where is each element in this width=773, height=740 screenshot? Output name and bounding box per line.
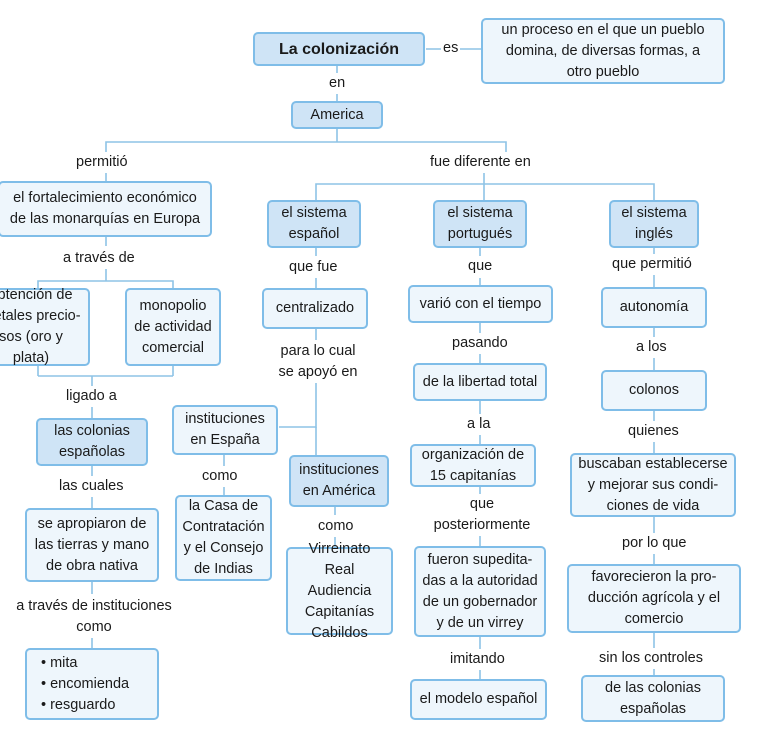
node-modelo-espanol: el modelo español (410, 679, 547, 720)
node-instituciones-america: instituciones en América (289, 455, 389, 507)
node-virreinato: Virreinato Real Audiencia Capitanías Cab… (286, 541, 393, 641)
node-buscaban: buscaban establecerse y mejorar sus cond… (570, 453, 736, 517)
node-america: America (291, 101, 383, 129)
node-root: La colonización (253, 32, 425, 66)
link-a-los: a los (634, 337, 669, 358)
link-imitando: imitando (448, 649, 507, 670)
link-para-lo-cual: para lo cual se apoyó en (270, 341, 366, 383)
node-fortalecimiento: el fortalecimiento económico de las mona… (0, 181, 212, 237)
node-favorecieron: favorecieron la pro- ducción agrícola y … (567, 564, 741, 633)
node-supeditadas: fueron supedita- das a la autoridad de u… (414, 546, 546, 637)
link-que-posteriormente: que posteriormente (427, 494, 537, 536)
link-ligado-a: ligado a (64, 386, 119, 407)
node-colonos: colonos (601, 370, 707, 411)
link-permitio: permitió (74, 152, 130, 173)
node-monopolio: monopolio de actividad comercial (125, 288, 221, 366)
link-las-cuales: las cuales (57, 476, 126, 497)
link-como-1: como (200, 466, 240, 487)
link-pasando: pasando (450, 333, 510, 354)
node-controles: de las colonias españolas (581, 675, 725, 722)
node-sistema-portugues: el sistema portugués (433, 200, 527, 248)
node-sistema-ingles: el sistema inglés (609, 200, 699, 248)
node-obtencion: obtención de metales precio- sos (oro y … (0, 287, 90, 366)
node-centralizado: centralizado (262, 288, 368, 329)
link-quienes: quienes (626, 421, 681, 442)
link-que-fue: que fue (287, 257, 340, 278)
node-autonomia: autonomía (601, 287, 707, 328)
node-sistema-espanol: el sistema español (267, 200, 361, 248)
link-que: que (466, 256, 495, 277)
node-vario: varió con el tiempo (408, 285, 553, 323)
node-organizacion: organización de 15 capitanías (410, 444, 536, 487)
link-por-lo-que: por lo que (620, 533, 689, 554)
node-colonias-espanolas: las colonias españolas (36, 418, 148, 466)
node-casa-contratacion: la Casa de Contratación y el Consejo de … (175, 495, 272, 581)
node-libertad: de la libertad total (413, 363, 547, 401)
node-apropiaron: se apropiaron de las tierras y mano de o… (25, 508, 159, 582)
node-definition: un proceso en el que un pueblo domina, d… (481, 18, 725, 84)
node-instituciones-lista: • mita • encomienda • resguardo (25, 648, 159, 720)
link-a-traves-de: a través de (61, 248, 137, 269)
link-es: es (441, 38, 461, 59)
node-instituciones-espana: instituciones en España (172, 405, 278, 455)
link-sin-los-controles: sin los controles (597, 648, 705, 669)
link-en: en (327, 73, 348, 94)
link-a-traves-instituciones: a través de instituciones como (8, 596, 180, 638)
link-a-la: a la (465, 414, 493, 435)
link-fue-diferente: fue diferente en (428, 152, 533, 173)
link-como-2: como (316, 516, 356, 537)
link-que-permitio: que permitió (610, 254, 694, 275)
